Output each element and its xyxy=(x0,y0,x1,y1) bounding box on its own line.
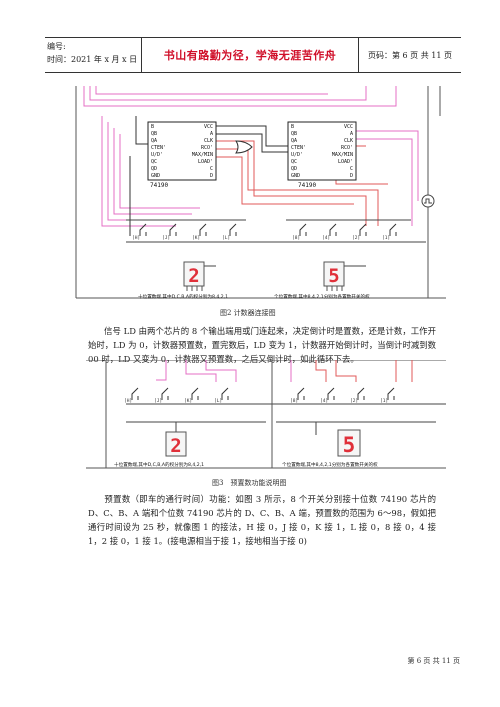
fig2-switch-1: [1] xyxy=(380,398,388,404)
chip1-pin-l4: CTEN' xyxy=(151,145,166,151)
fig1-label-tens: 十位置数端,其中D,C,B,A的权分别为8,4,2,1 xyxy=(138,293,228,300)
chip1-pin-r3: CLK xyxy=(204,138,213,144)
fig2-digit-tens: 2 xyxy=(170,435,181,457)
chip1-pin-r1: VCC xyxy=(204,124,213,130)
fig1-switch-k: [K] xyxy=(192,235,200,241)
fig1-digit-tens: 2 xyxy=(188,265,199,287)
fig2-display-tens: 2 xyxy=(165,431,187,457)
fig1-display-tens: 2 xyxy=(183,261,205,291)
chip2-pin-r5: MAX/MIN xyxy=(332,152,353,158)
fig2-switch-l: [L] xyxy=(214,398,222,404)
chip-74190-units: B QB QA CTEN' U/D' QC QD GND VCC A CLK R… xyxy=(287,121,357,189)
fig2-switch-4: [4] xyxy=(320,398,328,404)
chip1-pin-l3: QA xyxy=(151,138,157,144)
chip2-pin-l8: GND xyxy=(291,173,300,179)
fig1-switch-8: [8] xyxy=(292,235,300,241)
chip2-pin-l7: QD xyxy=(291,166,297,172)
chip-74190-tens: B QB QA CTEN' U/D' QC QD GND VCC A CLK R… xyxy=(147,121,217,189)
fig2-switch-h: [H] xyxy=(124,398,132,404)
page-footer: 第 6 页 共 11 页 xyxy=(407,657,461,665)
figure-preset-function: [H] [J] [K] [L] [8] [4] [2] [1] 2 5 十位置数… xyxy=(66,360,452,472)
chip1-pin-r6: LOAD' xyxy=(198,159,213,165)
header-motto: 书山有路勤为径，学海无涯苦作舟 xyxy=(142,38,359,72)
chip2-pin-r1: VCC xyxy=(344,124,353,130)
fig1-switch-l: [L] xyxy=(222,235,230,241)
fig1-switch-j: [J] xyxy=(162,235,170,241)
paragraph-ld-text: 信号 LD 由两个芯片的 8 个输出端用或门连起来，决定倒计时是置数，还是计数，… xyxy=(88,326,436,364)
fig1-switch-4: [4] xyxy=(322,235,330,241)
chip1-pin-l6: QC xyxy=(151,159,157,165)
chip1-pin-l5: U/D' xyxy=(151,152,163,158)
chip2-pin-l1: B xyxy=(291,124,294,130)
figure1-caption: 图2 计数器连接图 xyxy=(220,309,276,317)
chip2-pin-r3: CLK xyxy=(344,138,353,144)
or-gate-icon xyxy=(235,140,253,154)
time-label: 时间：2021 年 x 月 x 日 xyxy=(47,55,138,64)
chip2-pin-l5: U/D' xyxy=(291,152,303,158)
chip2-pin-l6: QC xyxy=(291,159,297,165)
header-meta: 编号: 时间：2021 年 x 月 x 日 xyxy=(45,38,142,72)
fig1-digit-units: 5 xyxy=(328,265,339,287)
fig2-switch-j: [J] xyxy=(154,398,162,404)
chip2-pin-r7: C xyxy=(350,166,353,172)
fig1-display-units: 5 xyxy=(323,261,345,291)
fig2-label-units: 个位置数端,其中8,4,2,1分别为各置数开关的权 xyxy=(282,461,378,468)
chip1-pin-l2: QB xyxy=(151,131,157,137)
header-page-info: 页码：第 6 页 共 11 页 xyxy=(368,50,452,60)
paragraph-ld-signal: 信号 LD 由两个芯片的 8 个输出端用或门连起来，决定倒计时是置数，还是计数，… xyxy=(88,324,436,366)
fig2-display-units: 5 xyxy=(337,429,361,457)
fig2-digit-units: 5 xyxy=(343,433,356,457)
figure2-caption: 图3 预置数功能说明图 xyxy=(212,479,287,487)
fig2-switch-2: [2] xyxy=(350,398,358,404)
chip2-pin-r8: D xyxy=(350,173,353,179)
fig1-switch-1: [1] xyxy=(382,235,390,241)
fig1-label-units: 个位置数端,其中8,4,2,1分别为各置数开关的权 xyxy=(274,293,370,300)
chip1-pin-l1: B xyxy=(151,124,154,130)
chip1-pin-r4: RCO' xyxy=(201,145,213,151)
figure-counter-connection: B QB QA CTEN' U/D' QC QD GND VCC A CLK R… xyxy=(66,86,452,304)
chip1-pin-r7: C xyxy=(210,166,213,172)
chip2-pin-r6: LOAD' xyxy=(338,159,353,165)
fig1-switch-2: [2] xyxy=(352,235,360,241)
fig1-switch-h: [H] xyxy=(132,235,140,241)
fig2-switch-8: [8] xyxy=(290,398,298,404)
page-header: 编号: 时间：2021 年 x 月 x 日 书山有路勤为径，学海无涯苦作舟 页码… xyxy=(45,37,461,73)
chip1-pin-r2: A xyxy=(210,131,213,137)
chip2-name: 74190 xyxy=(298,182,316,189)
paragraph-preset: 预置数（即车的通行时间）功能：如图 3 所示，8 个开关分别接十位数 74190… xyxy=(88,492,436,548)
chip2-pin-r4: RCO' xyxy=(341,145,353,151)
chip1-name: 74190 xyxy=(150,182,168,189)
chip1-pin-l7: QD xyxy=(151,166,157,172)
chip1-pin-r8: D xyxy=(210,173,213,179)
fig2-label-tens: 十位置数端,其中D,C,B,A的权分别为8,4,2,1 xyxy=(114,461,204,468)
chip2-pin-l4: CTEN' xyxy=(291,145,306,151)
number-label: 编号: xyxy=(47,42,66,51)
chip2-pin-r2: A xyxy=(350,131,353,137)
chip2-pin-l2: QB xyxy=(291,131,297,137)
chip1-pin-l8: GND xyxy=(151,173,160,179)
chip1-pin-r5: MAX/MIN xyxy=(192,152,213,158)
chip2-pin-l3: QA xyxy=(291,138,297,144)
paragraph-preset-text: 预置数（即车的通行时间）功能：如图 3 所示，8 个开关分别接十位数 74190… xyxy=(88,494,436,546)
fig2-switch-k: [K] xyxy=(184,398,192,404)
